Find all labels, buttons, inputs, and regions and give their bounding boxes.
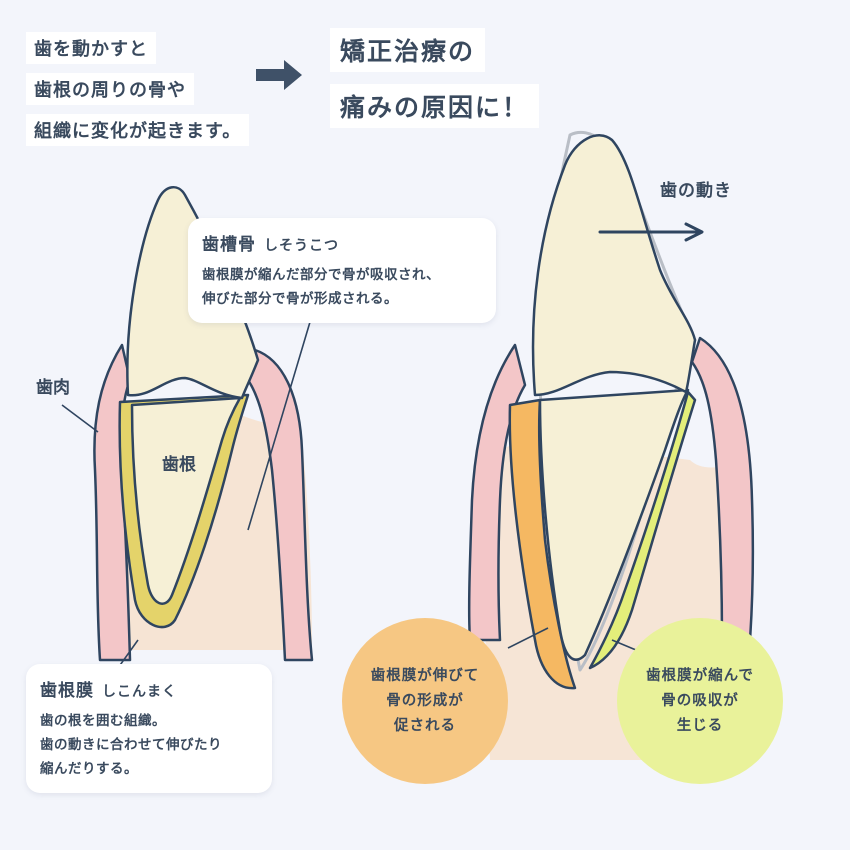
alveolar-bone-card: 歯槽骨しそうこつ 歯根膜が縮んだ部分で骨が吸収され、 伸びた部分で骨が形成される… [188,218,496,323]
intro-line-3: 組織に変化が起きます。 [26,114,250,146]
right-crown [531,134,697,397]
alveolar-bone-title: 歯槽骨 [202,235,256,255]
stretch-bubble: 歯根膜が伸びて 骨の形成が 促される [342,618,508,784]
alveolar-bone-title-row: 歯槽骨しそうこつ [202,230,482,255]
compress-bubble-line-3: 生じる [676,717,724,734]
headline: 矯正治療の 痛みの原因に！ [330,28,540,140]
headline-line-1: 矯正治療の [330,28,486,72]
movement-arrow [598,222,704,242]
pdl-leader-line [117,639,139,669]
compress-bubble: 歯根膜が縮んで 骨の吸収が 生じる [617,618,783,784]
pdl-desc-line-2: 歯の動きに合わせて伸びたり [40,737,222,753]
alveolar-bone-reading: しそうこつ [264,238,339,254]
stretch-leader-line [507,627,549,649]
alveolar-bone-description: 歯根膜が縮んだ部分で骨が吸収され、 伸びた部分で骨が形成される。 [202,263,482,311]
stretch-bubble-line-3: 促される [394,717,456,734]
stretch-bubble-line-2: 骨の形成が [386,692,464,709]
right-pdl-stretched [508,398,577,690]
gum-label: 歯肉 [36,378,70,398]
movement-label: 歯の動き [660,181,732,201]
pdl-title-row: 歯根膜しこんまく [40,676,258,701]
alveolar-bone-desc-line-2: 伸びた部分で骨が形成される。 [202,291,398,307]
stretch-bubble-line-1: 歯根膜が伸びて [370,667,480,684]
pdl-desc-line-1: 歯の根を囲む組織。 [40,713,166,729]
pdl-card: 歯根膜しこんまく 歯の根を囲む組織。 歯の動きに合わせて伸びたり 縮んだりする。 [26,664,272,793]
intro-line-2: 歯根の周りの骨や [26,73,194,105]
right-root [538,388,690,661]
block-arrow-icon [256,60,302,90]
root-label: 歯根 [162,455,196,475]
headline-line-2: 痛みの原因に！ [330,84,540,128]
gum-leader-line [61,404,99,433]
right-pdl-compressed [588,390,697,670]
intro-line-1: 歯を動かすと [26,32,156,64]
pdl-title: 歯根膜 [40,681,94,701]
right-tooth-group [467,130,755,760]
alveolar-leader-line [247,321,311,531]
compress-bubble-line-2: 骨の吸収が [661,692,739,709]
pdl-description: 歯の根を囲む組織。 歯の動きに合わせて伸びたり 縮んだりする。 [40,709,258,781]
pdl-reading: しこんまく [102,684,177,700]
pdl-desc-line-3: 縮んだりする。 [40,761,138,777]
compress-bubble-line-1: 歯根膜が縮んで [646,667,754,684]
left-root [130,396,242,605]
alveolar-bone-desc-line-1: 歯根膜が縮んだ部分で骨が吸収され、 [202,267,441,283]
intro-text: 歯を動かすと 歯根の周りの骨や 組織に変化が起きます。 [26,32,250,155]
left-gum-right [246,348,314,662]
